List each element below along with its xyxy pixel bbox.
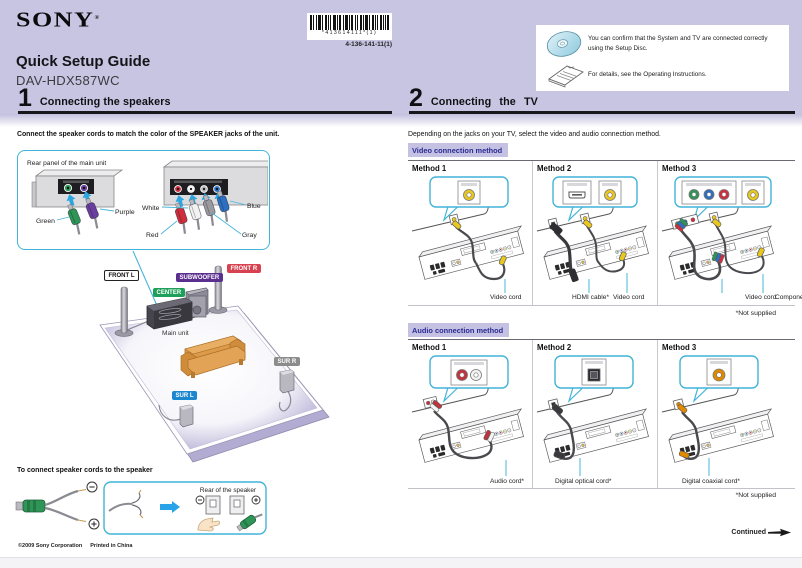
audio-method-1: Method 1 — [408, 340, 532, 488]
sofa — [180, 335, 246, 378]
hdmi-cable-label: HDMI cable* — [572, 294, 610, 301]
sony-logo: SONY® — [16, 9, 100, 32]
front-left-speaker — [114, 286, 134, 337]
audio-not-supplied: *Not supplied — [735, 492, 776, 499]
digital-coaxial-cord-label: Digital coaxial cord* — [682, 478, 740, 485]
audio-method-3-name: Method 3 — [662, 343, 697, 352]
rear-panel-callout: Rear panel of the main unit Green Purple — [17, 150, 278, 250]
hand-icon — [197, 517, 220, 532]
video-method-3-diagram — [661, 176, 779, 293]
audio-method-1-diagram — [411, 355, 529, 476]
tag-sur-l: SUR L — [172, 391, 197, 400]
setup-disc-note: You can confirm that the System and TV a… — [588, 35, 768, 52]
rear-of-speaker-label: Rear of the speaker — [200, 487, 257, 494]
setup-disc-icon — [542, 30, 588, 58]
registered-mark: ® — [94, 15, 100, 21]
video-method-1-diagram — [411, 176, 529, 293]
section2-intro: Depending on the jacks on your TV, selec… — [408, 131, 661, 138]
section2-title: Connecting the TV — [430, 96, 538, 108]
room-floor — [99, 305, 330, 463]
barcode: *413614111*(1) — [307, 13, 392, 40]
connector-label-blue: Blue — [247, 203, 261, 210]
main-unit-label: Main unit — [162, 330, 189, 337]
connect-cords-diagram: Rear of the speaker — [14, 478, 284, 538]
tag-subwoofer: SUBWOOFER — [176, 273, 223, 282]
setup-disc-info-box: You can confirm that the System and TV a… — [536, 25, 789, 91]
audio-method-2-name: Method 2 — [537, 343, 572, 352]
video-method-3: Method 3 — [658, 161, 802, 305]
continued-label: Continued — [731, 529, 766, 536]
connector-label-red: Red — [146, 232, 159, 239]
connect-cords-heading: To connect speaker cords to the speaker — [17, 467, 153, 474]
video-not-supplied: *Not supplied — [735, 310, 776, 317]
speaker-layout-diagram — [55, 248, 347, 466]
section1-rule — [18, 111, 392, 114]
barcode-bars — [310, 15, 389, 30]
video-method-3-name: Method 3 — [662, 164, 697, 173]
tag-front-r: FRONT R — [227, 264, 261, 273]
part-number: 4-136-141-11(1) — [345, 41, 392, 48]
header-band-fade — [0, 114, 802, 127]
audio-method-2-diagram — [536, 355, 654, 476]
section1-title: Connecting the speakers — [39, 96, 171, 108]
audio-method-1-name: Method 1 — [412, 343, 447, 352]
section1-number: 1 — [18, 84, 32, 112]
barcode-digits: *413614111*(1) — [321, 30, 378, 36]
section2-header: 2 Connecting the TV — [409, 86, 538, 111]
component-video-cord-label: Component video cord* — [775, 294, 802, 301]
tag-sur-r: SUR R — [274, 357, 300, 366]
section1-header: 1 Connecting the speakers — [18, 86, 171, 111]
rear-panel-right-unit: White Blue Red Gray — [142, 160, 278, 239]
digital-optical-cord-label: Digital optical cord* — [555, 478, 612, 485]
video-cord-label: Video cord — [613, 294, 645, 301]
rear-panel-label: Rear panel of the main unit — [27, 160, 106, 167]
tag-center: CENTER — [153, 288, 185, 297]
section2-number: 2 — [409, 84, 423, 112]
audio-method-3-diagram — [661, 355, 779, 476]
surround-right-speaker — [279, 369, 295, 394]
video-method-header: Video connection method — [408, 143, 509, 157]
rear-panel-left-unit: Green Purple — [31, 169, 135, 237]
connector-label-white: White — [142, 205, 160, 212]
page-title: Quick Setup Guide — [16, 53, 151, 70]
rear-panel-diagram: Rear panel of the main unit Green Purple — [27, 160, 278, 239]
model-number: DAV-HDX587WC — [16, 73, 120, 88]
speaker-cord-split — [15, 481, 100, 530]
audio-cord-label: Audio cord* — [490, 478, 525, 485]
green-cord-end — [236, 513, 263, 532]
printed-in: Printed in China — [90, 543, 133, 549]
audio-methods-table: Method 1 — [408, 339, 795, 489]
audio-method-2: Method 2 Digital optical cord* — [532, 340, 658, 488]
operating-instructions-icon — [542, 62, 588, 88]
page-bottom-strip — [0, 557, 802, 568]
audio-method-header: Audio connection method — [408, 323, 510, 337]
red-connector — [171, 201, 193, 236]
video-method-2: Method 2 — [532, 161, 658, 305]
tag-front-l: FRONT L — [104, 270, 139, 281]
operating-instructions-note: For details, see the Operating Instructi… — [588, 70, 707, 78]
connector-label-gray: Gray — [242, 232, 257, 239]
section1-intro: Connect the speaker cords to match the c… — [17, 131, 280, 138]
continued-arrow-icon — [768, 528, 791, 537]
connector-label-green: Green — [36, 218, 55, 225]
continued-indicator: Continued — [700, 528, 792, 537]
video-cord-label: Video cord — [745, 294, 777, 301]
audio-method-3: Method 3 Digital coaxial cord* — [658, 340, 795, 488]
video-cord-label: Video cord — [490, 294, 522, 301]
connector-label-purple: Purple — [115, 209, 135, 216]
video-method-2-name: Method 2 — [537, 164, 572, 173]
copyright-text: ©2009 Sony Corporation — [18, 543, 83, 549]
video-methods-table: Method 1 Video cord Method 2 — [408, 160, 802, 306]
section2-rule — [409, 111, 795, 114]
main-unit — [146, 297, 193, 330]
video-method-1: Method 1 Video cord — [408, 161, 532, 305]
video-method-2-diagram — [536, 176, 654, 293]
green-connector — [64, 202, 87, 237]
video-method-1-name: Method 1 — [412, 164, 447, 173]
footer-copyright: ©2009 Sony Corporation Printed in China — [18, 543, 140, 549]
surround-left-speaker — [179, 404, 194, 428]
rear-of-speaker-callout: Rear of the speaker — [103, 481, 267, 535]
